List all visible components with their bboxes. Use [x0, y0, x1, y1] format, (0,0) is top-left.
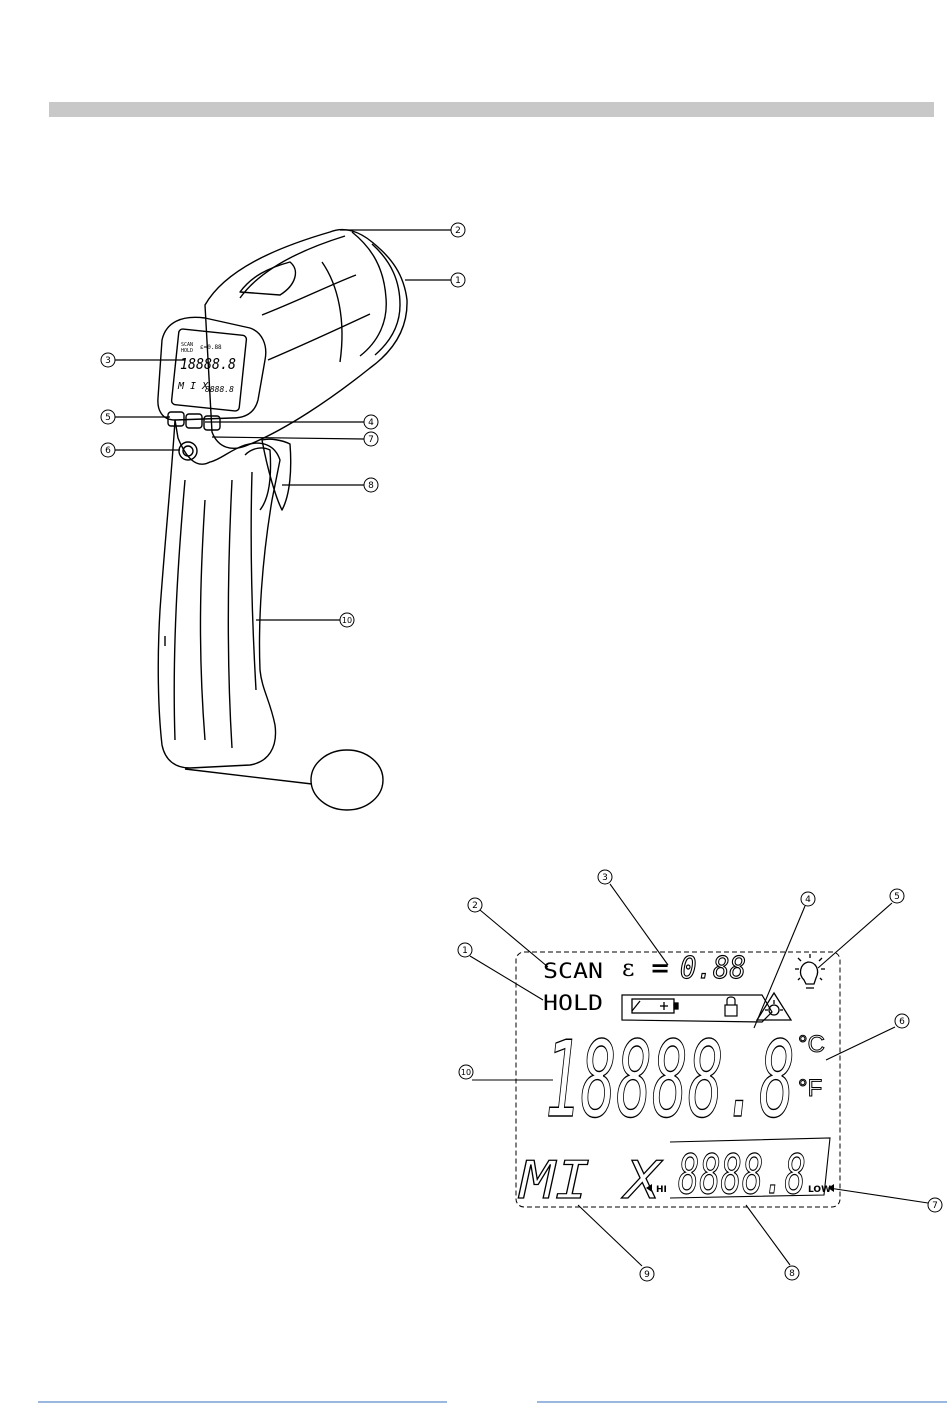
lcd-callout-7: 7 [928, 1198, 942, 1212]
gun-callout-2: 2 [451, 223, 465, 237]
lcd-hi-label: HI [656, 1185, 667, 1195]
svg-text:7: 7 [932, 1201, 938, 1211]
gun-callout-7: 7 [364, 432, 378, 446]
barrel-sight [240, 262, 295, 295]
thermometer-drawing: SCAN HOLD ε=0.88 18888.8 M I X 8888.8 [158, 230, 407, 810]
tripod-mount-circle [311, 750, 383, 810]
handle-grip-line-4 [251, 472, 256, 690]
mini-lcd-hold: HOLD [181, 348, 193, 354]
lcd-callout-2: 2 [468, 898, 482, 912]
lcd-callout-5: 5 [890, 889, 904, 903]
lcd-diagram: SCAN HOLD ε = 0.88 [516, 951, 840, 1211]
lcd-unit-fahrenheit: °F [798, 1075, 822, 1102]
lcd-callout-10: 10 [459, 1065, 473, 1079]
gun-callout-3: 3 [101, 353, 115, 367]
mini-lcd-emissivity: ε=0.88 [200, 344, 222, 351]
svg-text:5: 5 [105, 413, 111, 423]
lcd-callout-4: 4 [801, 892, 815, 906]
svg-text:6: 6 [899, 1017, 905, 1027]
gun-callouts: 1 2 3 4 5 6 7 8 10 [101, 223, 465, 627]
gun-callout-4: 4 [364, 415, 378, 429]
lcd-callout-6: 6 [895, 1014, 909, 1028]
gun-callout-6: 6 [101, 443, 115, 457]
lcd-hold: HOLD [543, 991, 603, 1015]
gun-callout-10: 10 [340, 613, 354, 627]
mini-lcd-sub-reading: 8888.8 [205, 385, 234, 394]
svg-text:4: 4 [368, 418, 374, 428]
gun-callout-5: 5 [101, 410, 115, 424]
svg-text:1: 1 [455, 276, 461, 286]
lcd-scan: SCAN [543, 959, 603, 983]
svg-text:6: 6 [105, 446, 111, 456]
svg-text:3: 3 [602, 873, 608, 883]
svg-text:10: 10 [461, 1068, 471, 1077]
gun-callout-1: 1 [451, 273, 465, 287]
footer-line-right [537, 1401, 947, 1403]
mini-lcd-reading: 18888.8 [180, 355, 236, 373]
handle-grip-line [174, 480, 185, 740]
svg-text:7: 7 [368, 435, 374, 445]
svg-text:9: 9 [644, 1270, 650, 1280]
svg-text:3: 3 [105, 356, 111, 366]
svg-text:1: 1 [462, 946, 468, 956]
backlight-bulb-icon [795, 954, 825, 988]
barrel-top-ridge [240, 236, 345, 298]
lock-icon [725, 997, 737, 1016]
svg-text:2: 2 [455, 226, 461, 236]
laser-warning-icon [757, 993, 791, 1020]
svg-text:5: 5 [894, 892, 900, 902]
lcd-main-reading: 18888.8 [545, 1019, 795, 1141]
tripod-leader [185, 769, 312, 784]
lcd-unit-celsius: °C [798, 1031, 825, 1058]
svg-text:8: 8 [789, 1269, 795, 1279]
lcd-emissivity: 0.88 [680, 951, 746, 986]
barrel-body-line-2 [268, 314, 370, 360]
lcd-equals: = [650, 954, 670, 982]
barrel-seam [322, 262, 342, 362]
lcd-low-label: LOW [808, 1185, 831, 1195]
svg-text:2: 2 [472, 901, 478, 911]
lcd-callout-3: 3 [598, 870, 612, 884]
lcd-callout-8: 8 [785, 1266, 799, 1280]
lcd-epsilon: ε [622, 954, 634, 982]
svg-text:8: 8 [368, 481, 374, 491]
lcd-mode-mix: MI X [518, 1151, 663, 1211]
trigger-guard [245, 448, 271, 510]
gun-callout-8: 8 [364, 478, 378, 492]
gun-leaders [115, 230, 452, 620]
svg-text:4: 4 [805, 895, 811, 905]
lcd-callout-1: 1 [458, 943, 472, 957]
up-button[interactable] [186, 414, 202, 428]
handle-grip-line-2 [200, 500, 205, 740]
footer-line-left [38, 1401, 447, 1403]
lcd-sub-reading: 8888.8 [678, 1143, 806, 1206]
svg-text:10: 10 [342, 616, 352, 625]
battery-icon [632, 999, 678, 1013]
lcd-callout-9: 9 [640, 1267, 654, 1281]
handle-grip-line-3 [228, 480, 232, 748]
